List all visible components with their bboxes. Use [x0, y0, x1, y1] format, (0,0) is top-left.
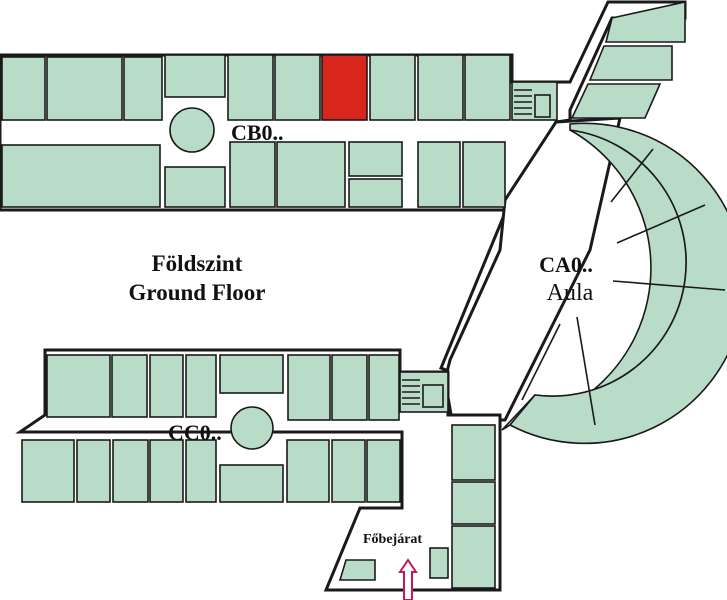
room[interactable]: [338, 559, 376, 581]
cc-rooms: [21, 354, 449, 503]
room[interactable]: [112, 439, 149, 503]
main-entrance-label: Főbejárat: [363, 532, 422, 547]
room[interactable]: [46, 56, 123, 121]
room[interactable]: [76, 439, 111, 503]
room[interactable]: [164, 54, 226, 98]
room[interactable]: [369, 54, 416, 121]
room[interactable]: [417, 141, 461, 208]
room[interactable]: [1, 144, 161, 208]
room[interactable]: [123, 56, 163, 121]
room[interactable]: [276, 141, 346, 208]
room[interactable]: [331, 439, 366, 503]
room[interactable]: [451, 525, 496, 589]
room[interactable]: [287, 354, 331, 421]
room[interactable]: [462, 141, 506, 208]
room[interactable]: [570, 83, 662, 119]
room[interactable]: [46, 354, 111, 418]
room[interactable]: [185, 439, 217, 503]
light-well: [169, 107, 215, 153]
room[interactable]: [21, 439, 75, 503]
room-highlighted[interactable]: [321, 54, 368, 121]
room[interactable]: [274, 54, 321, 121]
room[interactable]: [219, 464, 284, 503]
aula-label: Aula: [547, 280, 594, 306]
cb-rooms: [1, 54, 558, 208]
aula-hall-fill: [508, 122, 727, 445]
room[interactable]: [331, 354, 368, 421]
cb-wing-label: CB0..: [231, 120, 284, 145]
room[interactable]: [164, 166, 226, 208]
room[interactable]: [366, 439, 401, 503]
room[interactable]: [604, 1, 686, 43]
cc-wing-label: CC0..: [168, 420, 222, 445]
room[interactable]: [227, 54, 274, 121]
entrance-arrow-icon: [398, 558, 418, 600]
entrance-rooms: [338, 424, 496, 589]
room[interactable]: [368, 354, 400, 421]
room[interactable]: [229, 141, 276, 208]
room[interactable]: [149, 439, 184, 503]
floor-title-english: Ground Floor: [129, 280, 266, 305]
room[interactable]: [286, 439, 330, 503]
room[interactable]: [464, 54, 511, 121]
room[interactable]: [219, 354, 284, 394]
light-well: [230, 406, 274, 450]
stair-treads: [402, 379, 444, 408]
room[interactable]: [429, 547, 449, 579]
room[interactable]: [451, 481, 496, 525]
room[interactable]: [111, 354, 148, 418]
ne-wing-rooms: [570, 1, 686, 119]
ca-wing-label: CA0..: [539, 252, 593, 277]
room[interactable]: [417, 54, 464, 121]
aula-fan: [501, 122, 727, 445]
room[interactable]: [1, 56, 46, 121]
floor-title-hungarian: Földszint: [152, 251, 243, 276]
stair-treads: [514, 89, 551, 118]
room[interactable]: [451, 424, 496, 481]
room[interactable]: [185, 354, 217, 418]
room[interactable]: [149, 354, 184, 418]
room[interactable]: [588, 45, 673, 81]
room[interactable]: [348, 141, 403, 177]
room[interactable]: [348, 178, 403, 208]
